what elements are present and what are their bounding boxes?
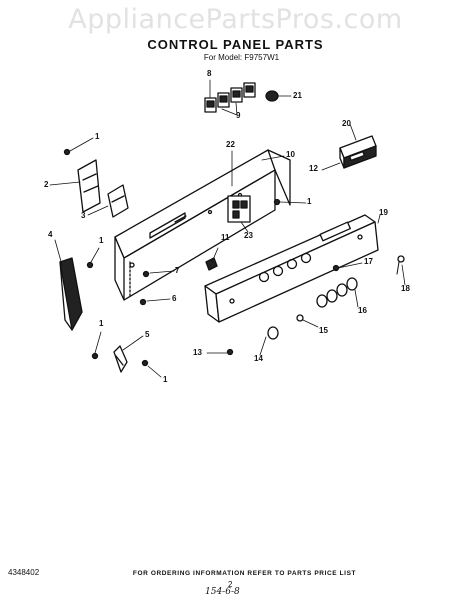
knob-14 [267, 326, 279, 340]
callout-11: 11 [221, 233, 230, 242]
callout-3: 3 [81, 211, 86, 220]
callout-16: 16 [358, 306, 367, 315]
callout-5: 5 [145, 330, 150, 339]
model-subtitle: For Model: F9757W1 [203, 53, 280, 62]
part-18 [397, 255, 405, 263]
callout-13: 13 [193, 348, 202, 357]
callout-17: 17 [364, 257, 373, 266]
switch-block [227, 195, 251, 223]
screws [63, 148, 340, 367]
control-panel [204, 214, 379, 323]
callout-20: 20 [342, 119, 351, 128]
callout-1b: 1 [99, 236, 104, 245]
leader-lines [49, 79, 406, 378]
clock-timer [339, 135, 377, 169]
callout-2: 2 [44, 180, 49, 189]
callout-15: 15 [319, 326, 328, 335]
callout-1e: 1 [307, 197, 312, 206]
callout-9: 9 [236, 111, 241, 120]
backguard-panel [114, 149, 291, 301]
document-number: 4348402 [8, 568, 40, 577]
callout-21: 21 [293, 91, 302, 100]
callout-7: 7 [175, 266, 180, 275]
bracket-2 [77, 159, 101, 213]
pushbutton-switches [204, 82, 279, 113]
callout-10: 10 [286, 150, 295, 159]
handwritten-note: 154-6-8 [205, 587, 240, 597]
control-knobs [296, 277, 358, 322]
callout-1c: 1 [99, 319, 104, 328]
callout-14: 14 [254, 354, 263, 363]
clip-11 [205, 257, 218, 271]
diagram-title: CONTROL PANEL PARTS [147, 37, 324, 52]
callout-22: 22 [226, 140, 235, 149]
support-leg [113, 345, 128, 373]
callout-6: 6 [172, 294, 177, 303]
callout-19: 19 [379, 208, 388, 217]
end-cap-left [59, 257, 83, 331]
callout-8: 8 [207, 69, 212, 78]
ordering-note: FOR ORDERING INFORMATION REFER TO PARTS … [132, 570, 357, 577]
watermark: AppliancePartsPros.com [68, 4, 403, 35]
callout-1a: 1 [95, 132, 100, 141]
callout-23: 23 [244, 231, 253, 240]
callout-1d: 1 [163, 375, 168, 384]
callout-4: 4 [48, 230, 53, 239]
callout-18: 18 [401, 284, 410, 293]
callout-12: 12 [309, 164, 318, 173]
bracket-3 [107, 184, 129, 218]
page-number: 2 [228, 580, 233, 589]
